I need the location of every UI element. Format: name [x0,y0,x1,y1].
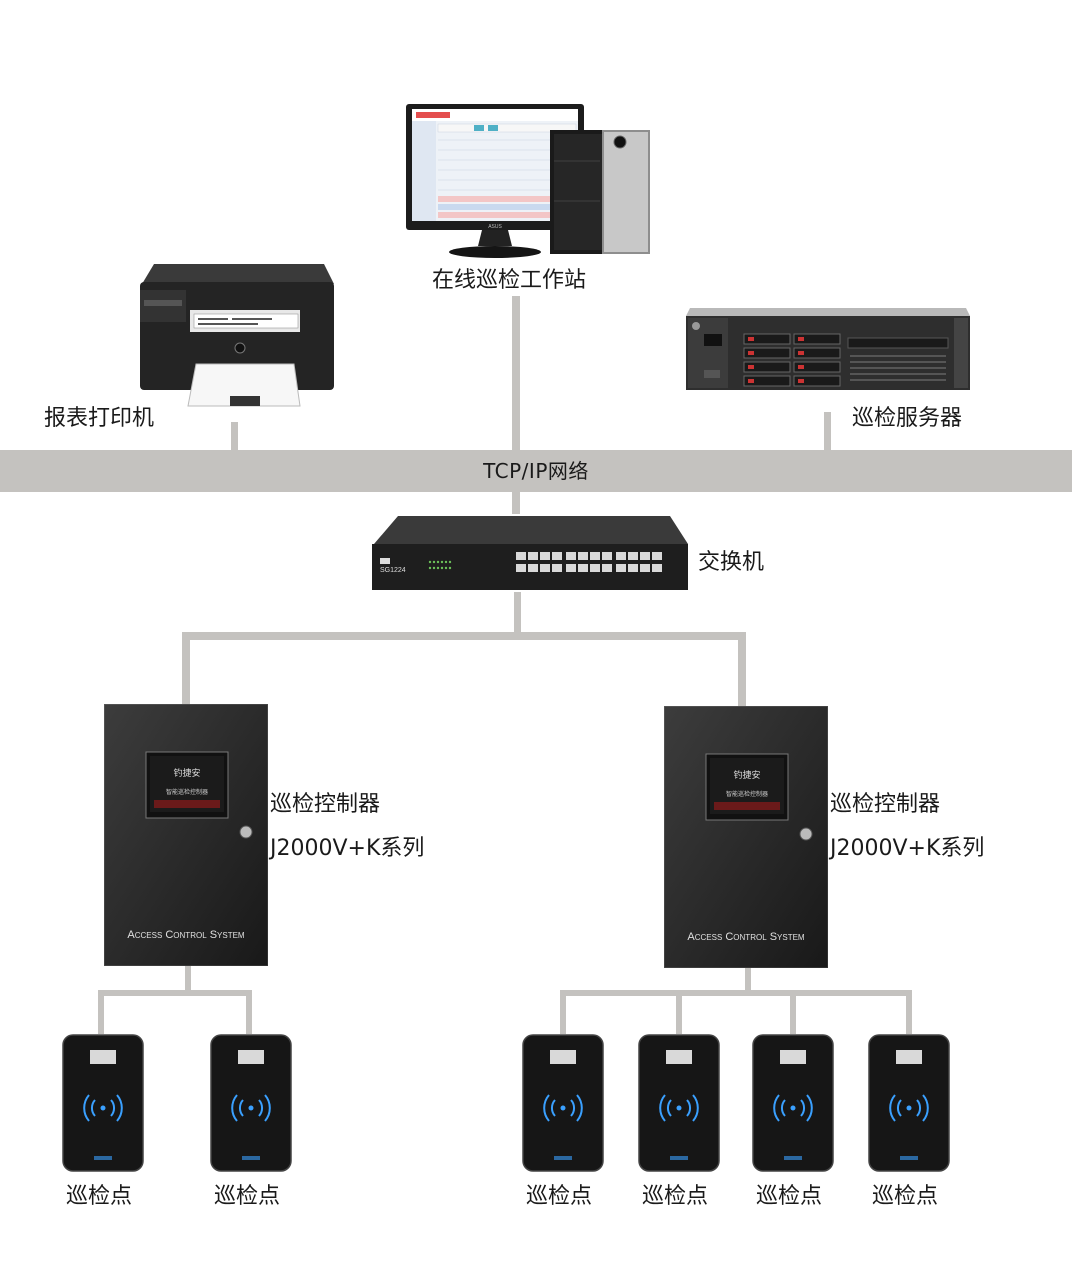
wire-printer [231,422,238,452]
switch-model: SG1224 [380,567,406,574]
wire-to-controller-left [182,632,190,704]
wire-controller-right-down [745,966,751,994]
wire-controller-left-down [185,966,191,994]
switch-device: SG1224 [370,514,690,592]
wire-cp3 [560,990,566,1034]
checkpoint-reader-6 [868,1034,950,1172]
controller-left-series: J2000V+K系列 [270,836,425,861]
wire-switch-branch [182,632,746,640]
wire-cp4 [676,990,682,1034]
wire-to-controller-right [738,632,746,706]
workstation-device: ASUS [404,100,656,260]
checkpoint-label-5: 巡检点 [756,1184,823,1209]
controller-right-series: J2000V+K系列 [830,836,985,861]
wire-bus-to-switch [512,490,520,514]
printer-illustration [140,264,334,407]
checkpoint-label-2: 巡检点 [214,1184,281,1209]
wire-workstation [512,296,520,452]
workstation-label: 在线巡检工作站 [432,268,587,293]
rfid-reader-icon [868,1034,950,1172]
rfid-reader-icon [752,1034,834,1172]
checkpoint-reader-5 [752,1034,834,1172]
controller-right-label: 巡检控制器 [830,792,941,817]
wire-controller-left-branch [98,990,252,996]
wire-cp1 [98,990,104,1034]
server-device [684,304,972,392]
checkpoint-reader-4 [638,1034,720,1172]
tcp-ip-network-bus [0,450,1072,492]
printer-label: 报表打印机 [44,406,155,431]
checkpoint-reader-2 [210,1034,292,1172]
controller-left-panel-brand: 钓捷安 [173,767,200,778]
controller-left-panel-subtitle: 智能巡检控制器 [166,788,208,796]
switch-label: 交换机 [698,550,765,575]
rfid-reader-icon [638,1034,720,1172]
rfid-reader-icon [210,1034,292,1172]
controller-right-illustration: 钓捷安 智能巡检控制器 Access Control System [663,705,829,969]
controller-left-cabinet-text: Access Control System [127,929,245,941]
wire-switch-down [514,592,521,632]
printer-logo [234,342,246,354]
wire-cp6 [906,990,912,1034]
controller-left-label: 巡检控制器 [270,792,381,817]
controller-left-illustration: 钓捷安 智能巡检控制器 Access Control System [103,703,269,967]
server-illustration [686,308,970,390]
checkpoint-label-4: 巡检点 [642,1184,709,1209]
switch-illustration: SG1224 [372,516,688,590]
monitor-brand: ASUS [488,224,502,230]
checkpoint-label-3: 巡检点 [526,1184,593,1209]
wire-controller-right-branch [560,990,912,996]
controller-right-panel-subtitle: 智能巡检控制器 [726,790,768,798]
server-label: 巡检服务器 [852,406,963,431]
checkpoint-reader-3 [522,1034,604,1172]
controller-cabinet-left: 钓捷安 智能巡检控制器 Access Control System [103,703,269,967]
controller-cabinet-right: 钓捷安 智能巡检控制器 Access Control System [663,705,829,969]
wire-cp5 [790,990,796,1034]
wire-server [824,412,831,452]
wire-cp2 [246,990,252,1034]
controller-right-panel-brand: 钓捷安 [733,769,760,780]
controller-right-cabinet-text: Access Control System [687,931,805,943]
rfid-reader-icon [522,1034,604,1172]
tcp-ip-network-label: TCP/IP网络 [483,459,589,483]
checkpoint-label-1: 巡检点 [66,1184,133,1209]
rfid-reader-icon [62,1034,144,1172]
printer-device [134,260,340,412]
workstation-illustration: ASUS [406,104,650,258]
checkpoint-label-6: 巡检点 [872,1184,939,1209]
checkpoint-reader-1 [62,1034,144,1172]
